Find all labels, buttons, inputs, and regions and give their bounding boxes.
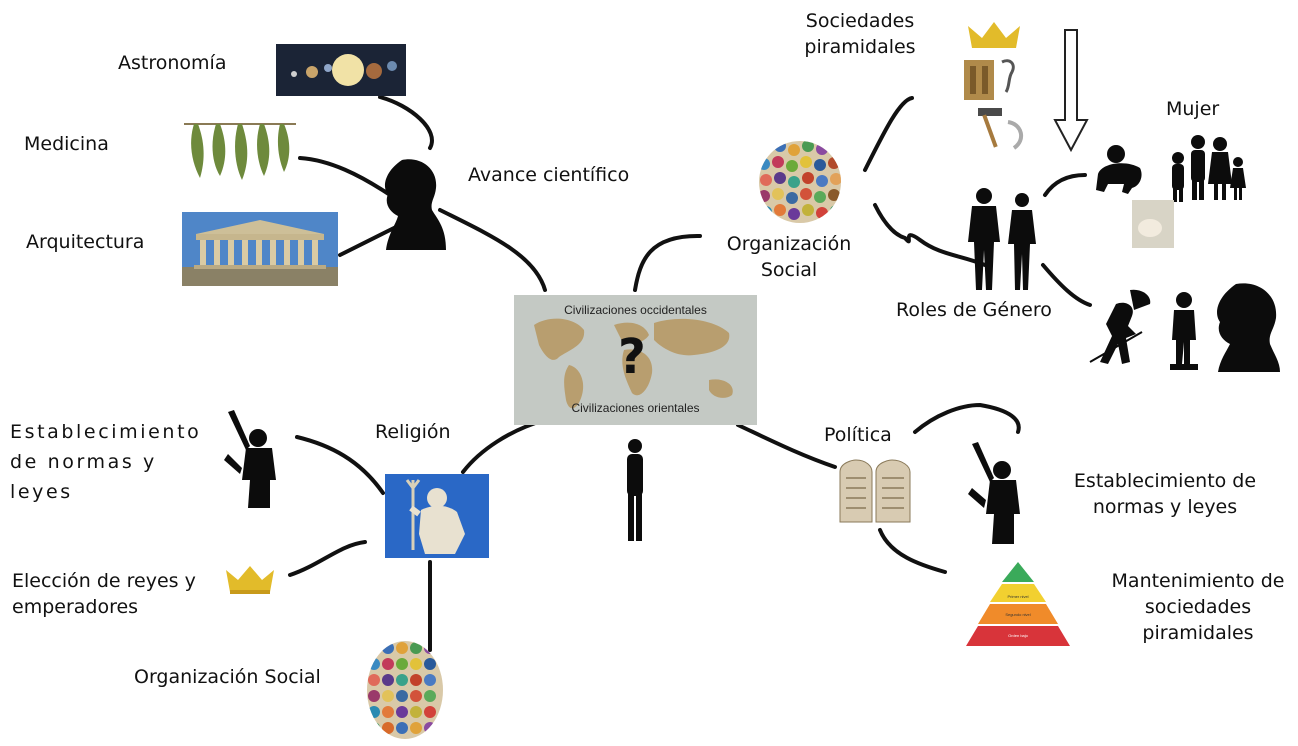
- astronomia-label: Astronomía: [118, 52, 227, 74]
- link-religion-establecimiento: [295, 435, 385, 495]
- link-politica-establecimiento: [913, 402, 1021, 434]
- link-center-avance: [438, 208, 547, 292]
- link-center-politica: [736, 423, 837, 469]
- man-woman-icon: [968, 188, 1036, 290]
- world-map-drawing: [534, 318, 733, 409]
- politica-label: Política: [824, 424, 892, 446]
- religion-label: Religión: [375, 421, 451, 443]
- crowd-icon: [367, 641, 443, 739]
- world-map-icon: Civilizaciones occidentales Civilizacion…: [514, 295, 757, 425]
- herbs-icon: [184, 123, 296, 180]
- link-medicina: [298, 156, 392, 197]
- avance-cientifico-label: Avance científico: [468, 164, 630, 186]
- figures-row-icon: [1089, 283, 1280, 372]
- crown-icon: [226, 566, 274, 594]
- pyramid-level-1: Primer nivel: [1007, 594, 1028, 599]
- down-arrow-icon: [1053, 29, 1089, 152]
- solar-system-icon: [276, 44, 406, 96]
- pyramid-level-2: Segundo nivel: [1005, 612, 1030, 617]
- crown-icon: [968, 22, 1020, 48]
- link-religion-eleccion: [288, 540, 367, 577]
- organizacion-social-top-label: Organización Social: [726, 233, 852, 281]
- center-top-label: Civilizaciones occidentales: [564, 303, 707, 317]
- question-mark: ?: [618, 329, 646, 385]
- family-icon: [1096, 135, 1246, 248]
- pyramid-icon: Primer nivel Segundo nivel Orden bajo: [966, 562, 1070, 646]
- establecimiento-left-label: Establecimiento de normas y leyes: [10, 417, 215, 507]
- link-center-religion: [461, 418, 547, 474]
- link-roles-mujer: [1043, 173, 1087, 197]
- link-politica-mantenimiento: [878, 528, 947, 574]
- thinker-silhouette-icon: [384, 159, 446, 250]
- sociedades-piramidales-label: Sociedades piramidales: [804, 10, 916, 58]
- center-bottom-label: Civilizaciones orientales: [571, 401, 700, 415]
- link-astronomia: [378, 95, 434, 150]
- parthenon-icon: [182, 212, 338, 286]
- establecimiento-right-label: Establecimiento de normas y leyes: [1073, 470, 1257, 518]
- roles-de-genero-label: Roles de Género: [896, 299, 1052, 321]
- eleccion-reyes-label: Elección de reyes y emperadores: [12, 568, 217, 620]
- eleccion-reyes-text: Elección de reyes y emperadores: [12, 570, 196, 618]
- person-silhouette-icon: [627, 439, 643, 541]
- poseidon-statue-icon: [385, 474, 489, 558]
- mantenimiento-label: Mantenimiento de sociedades piramidales: [1111, 570, 1285, 644]
- pointing-figure-icon: [224, 410, 276, 508]
- link-orgsocial-piramidales: [863, 96, 914, 172]
- arquitectura-label: Arquitectura: [26, 231, 145, 253]
- establecimiento-left-text: Establecimiento de normas y leyes: [10, 421, 202, 503]
- tablets-icon: [839, 459, 911, 523]
- link-center-orgsocial: [633, 233, 702, 292]
- organizacion-social-bottom-label: Organización Social: [134, 666, 321, 688]
- medicina-label: Medicina: [24, 133, 109, 155]
- crowd-icon: [759, 141, 841, 223]
- crown-tools-icon: [964, 22, 1024, 150]
- pointing-figure-icon: [968, 442, 1020, 544]
- mujer-label: Mujer: [1166, 98, 1220, 120]
- pyramid-level-3: Orden bajo: [1008, 633, 1029, 638]
